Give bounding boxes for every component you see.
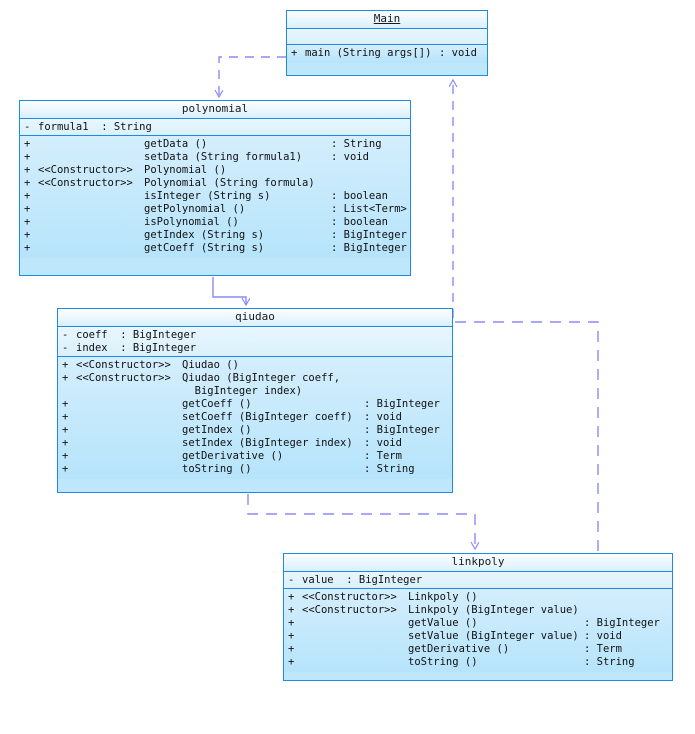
link-polynomial-to-qiudao <box>212 277 246 305</box>
diagram-canvas: Main + main (String args[]) : void polyn… <box>19 10 673 681</box>
operation-row: + isInteger (String s) : boolean <box>24 190 388 202</box>
operation-row: + <<Constructor>> Polynomial (String for… <box>24 177 315 189</box>
class-operations-main: + main (String args[]) : void <box>287 45 487 63</box>
class-title-linkpoly: linkpoly <box>284 554 672 572</box>
operation-row: + setData (String formula1) : void <box>24 151 369 163</box>
class-title-polynomial: polynomial <box>20 101 410 119</box>
link-qiudao-to-linkpoly <box>247 494 475 549</box>
operation-row: + <<Constructor>> Qiudao () <box>62 359 239 371</box>
operation-row: + setIndex (BigInteger index) : void <box>62 437 402 449</box>
operation-row: + <<Constructor>> Polynomial () <box>24 164 227 176</box>
operation-row: + getData () : String <box>24 138 382 150</box>
operation-row: + toString () : String <box>288 656 635 668</box>
operation-row: + getDerivative () : Term <box>288 643 622 655</box>
operation-row: + isPolynomial () : boolean <box>24 216 388 228</box>
class-attributes-qiudao: - coeff : BigInteger - index : BigIntege… <box>58 327 452 357</box>
attribute-row: - coeff : BigInteger <box>62 329 197 341</box>
attribute-row: - value : BigInteger <box>288 574 423 586</box>
link-main-to-polynomial <box>219 56 286 97</box>
class-operations-polynomial: + getData () : String + setData (String … <box>20 136 410 258</box>
uml-class-main[interactable]: Main + main (String args[]) : void <box>286 10 488 76</box>
operation-row: + getDerivative () : Term <box>62 450 402 462</box>
operation-row: + getIndex () : BigInteger <box>62 424 440 436</box>
operation-row: + getIndex (String s) : BigInteger <box>24 229 407 241</box>
operation-row: + getValue () : BigInteger <box>288 617 660 629</box>
uml-class-qiudao[interactable]: qiudao - coeff : BigInteger - index : Bi… <box>57 308 453 493</box>
attribute-row: - formula1 : String <box>24 121 152 133</box>
class-operations-linkpoly: + <<Constructor>> Linkpoly () + <<Constr… <box>284 589 672 672</box>
operation-row: + setCoeff (BigInteger coeff) : void <box>62 411 402 423</box>
operation-row: + <<Constructor>> Linkpoly (BigInteger v… <box>288 604 579 616</box>
class-attributes-polynomial: - formula1 : String <box>20 119 410 136</box>
operation-row: + getPolynomial () : List<Term> <box>24 203 407 215</box>
class-operations-qiudao: + <<Constructor>> Qiudao () + <<Construc… <box>58 357 452 479</box>
operation-row: + main (String args[]) : void <box>291 47 477 59</box>
operation-row-continuation: BigInteger index) <box>182 385 303 397</box>
uml-class-linkpoly[interactable]: linkpoly - value : BigInteger + <<Constr… <box>283 553 673 681</box>
uml-class-polynomial[interactable]: polynomial - formula1 : String + getData… <box>19 100 411 276</box>
operation-row: + getCoeff (String s) : BigInteger <box>24 242 407 254</box>
class-title-qiudao: qiudao <box>58 309 452 327</box>
operation-row: + <<Constructor>> Linkpoly () <box>288 591 478 603</box>
attribute-row: - index : BigInteger <box>62 342 197 354</box>
operation-row: + toString () : String <box>62 463 415 475</box>
link-side-branch-to-linkpoly <box>455 321 599 553</box>
class-title-main: Main <box>287 11 487 29</box>
operation-row: + getCoeff () : BigInteger <box>62 398 440 410</box>
operation-row: + <<Constructor>> Qiudao (BigInteger coe… <box>62 372 341 384</box>
class-attributes-linkpoly: - value : BigInteger <box>284 572 672 589</box>
class-attributes-main <box>287 29 487 45</box>
operation-row: + setValue (BigInteger value) : void <box>288 630 622 642</box>
